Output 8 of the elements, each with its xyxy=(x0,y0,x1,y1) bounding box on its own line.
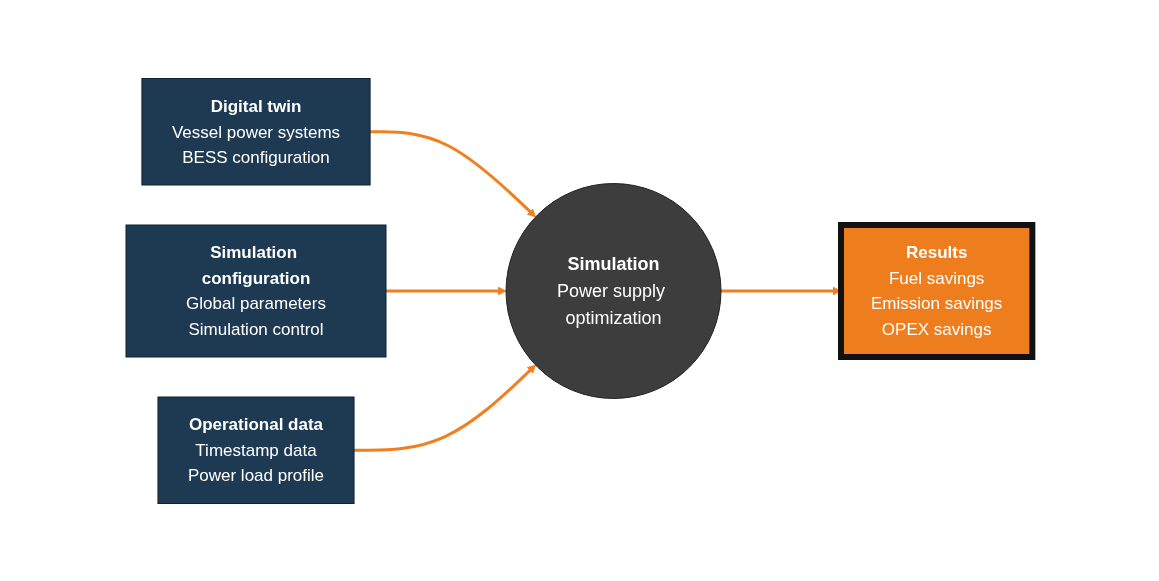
node-circle: Simulation Power supply optimization xyxy=(505,182,722,399)
node-box: Simulation configuration Global parameters Simulation control xyxy=(125,224,387,357)
node-box: Digital twin Vessel power systems BESS configuration xyxy=(141,77,371,185)
arrow xyxy=(370,129,537,217)
arrow xyxy=(354,364,537,452)
node-box: Results Fuel savings Emission savings OPEX savings xyxy=(838,221,1036,360)
node-box: Operational data Timestamp data Power load profile xyxy=(157,396,355,504)
arrow xyxy=(386,286,507,295)
